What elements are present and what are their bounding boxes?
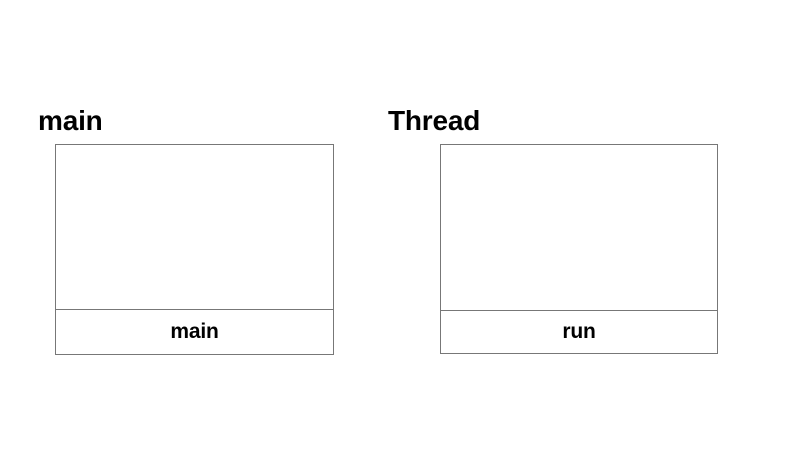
stack-box-main: main [55,144,334,355]
stack-title-thread: Thread [388,105,481,136]
stack-frame-main-main: main [56,309,333,354]
stack-empty-area-main [56,145,333,309]
stack-empty-area-thread [441,145,717,310]
stack-box-thread: run [440,144,718,354]
stack-frame-label: run [562,320,596,343]
stack-frame-label: main [170,320,219,343]
stack-title-main: main [38,105,103,136]
stack-frame-thread-run: run [441,310,717,353]
